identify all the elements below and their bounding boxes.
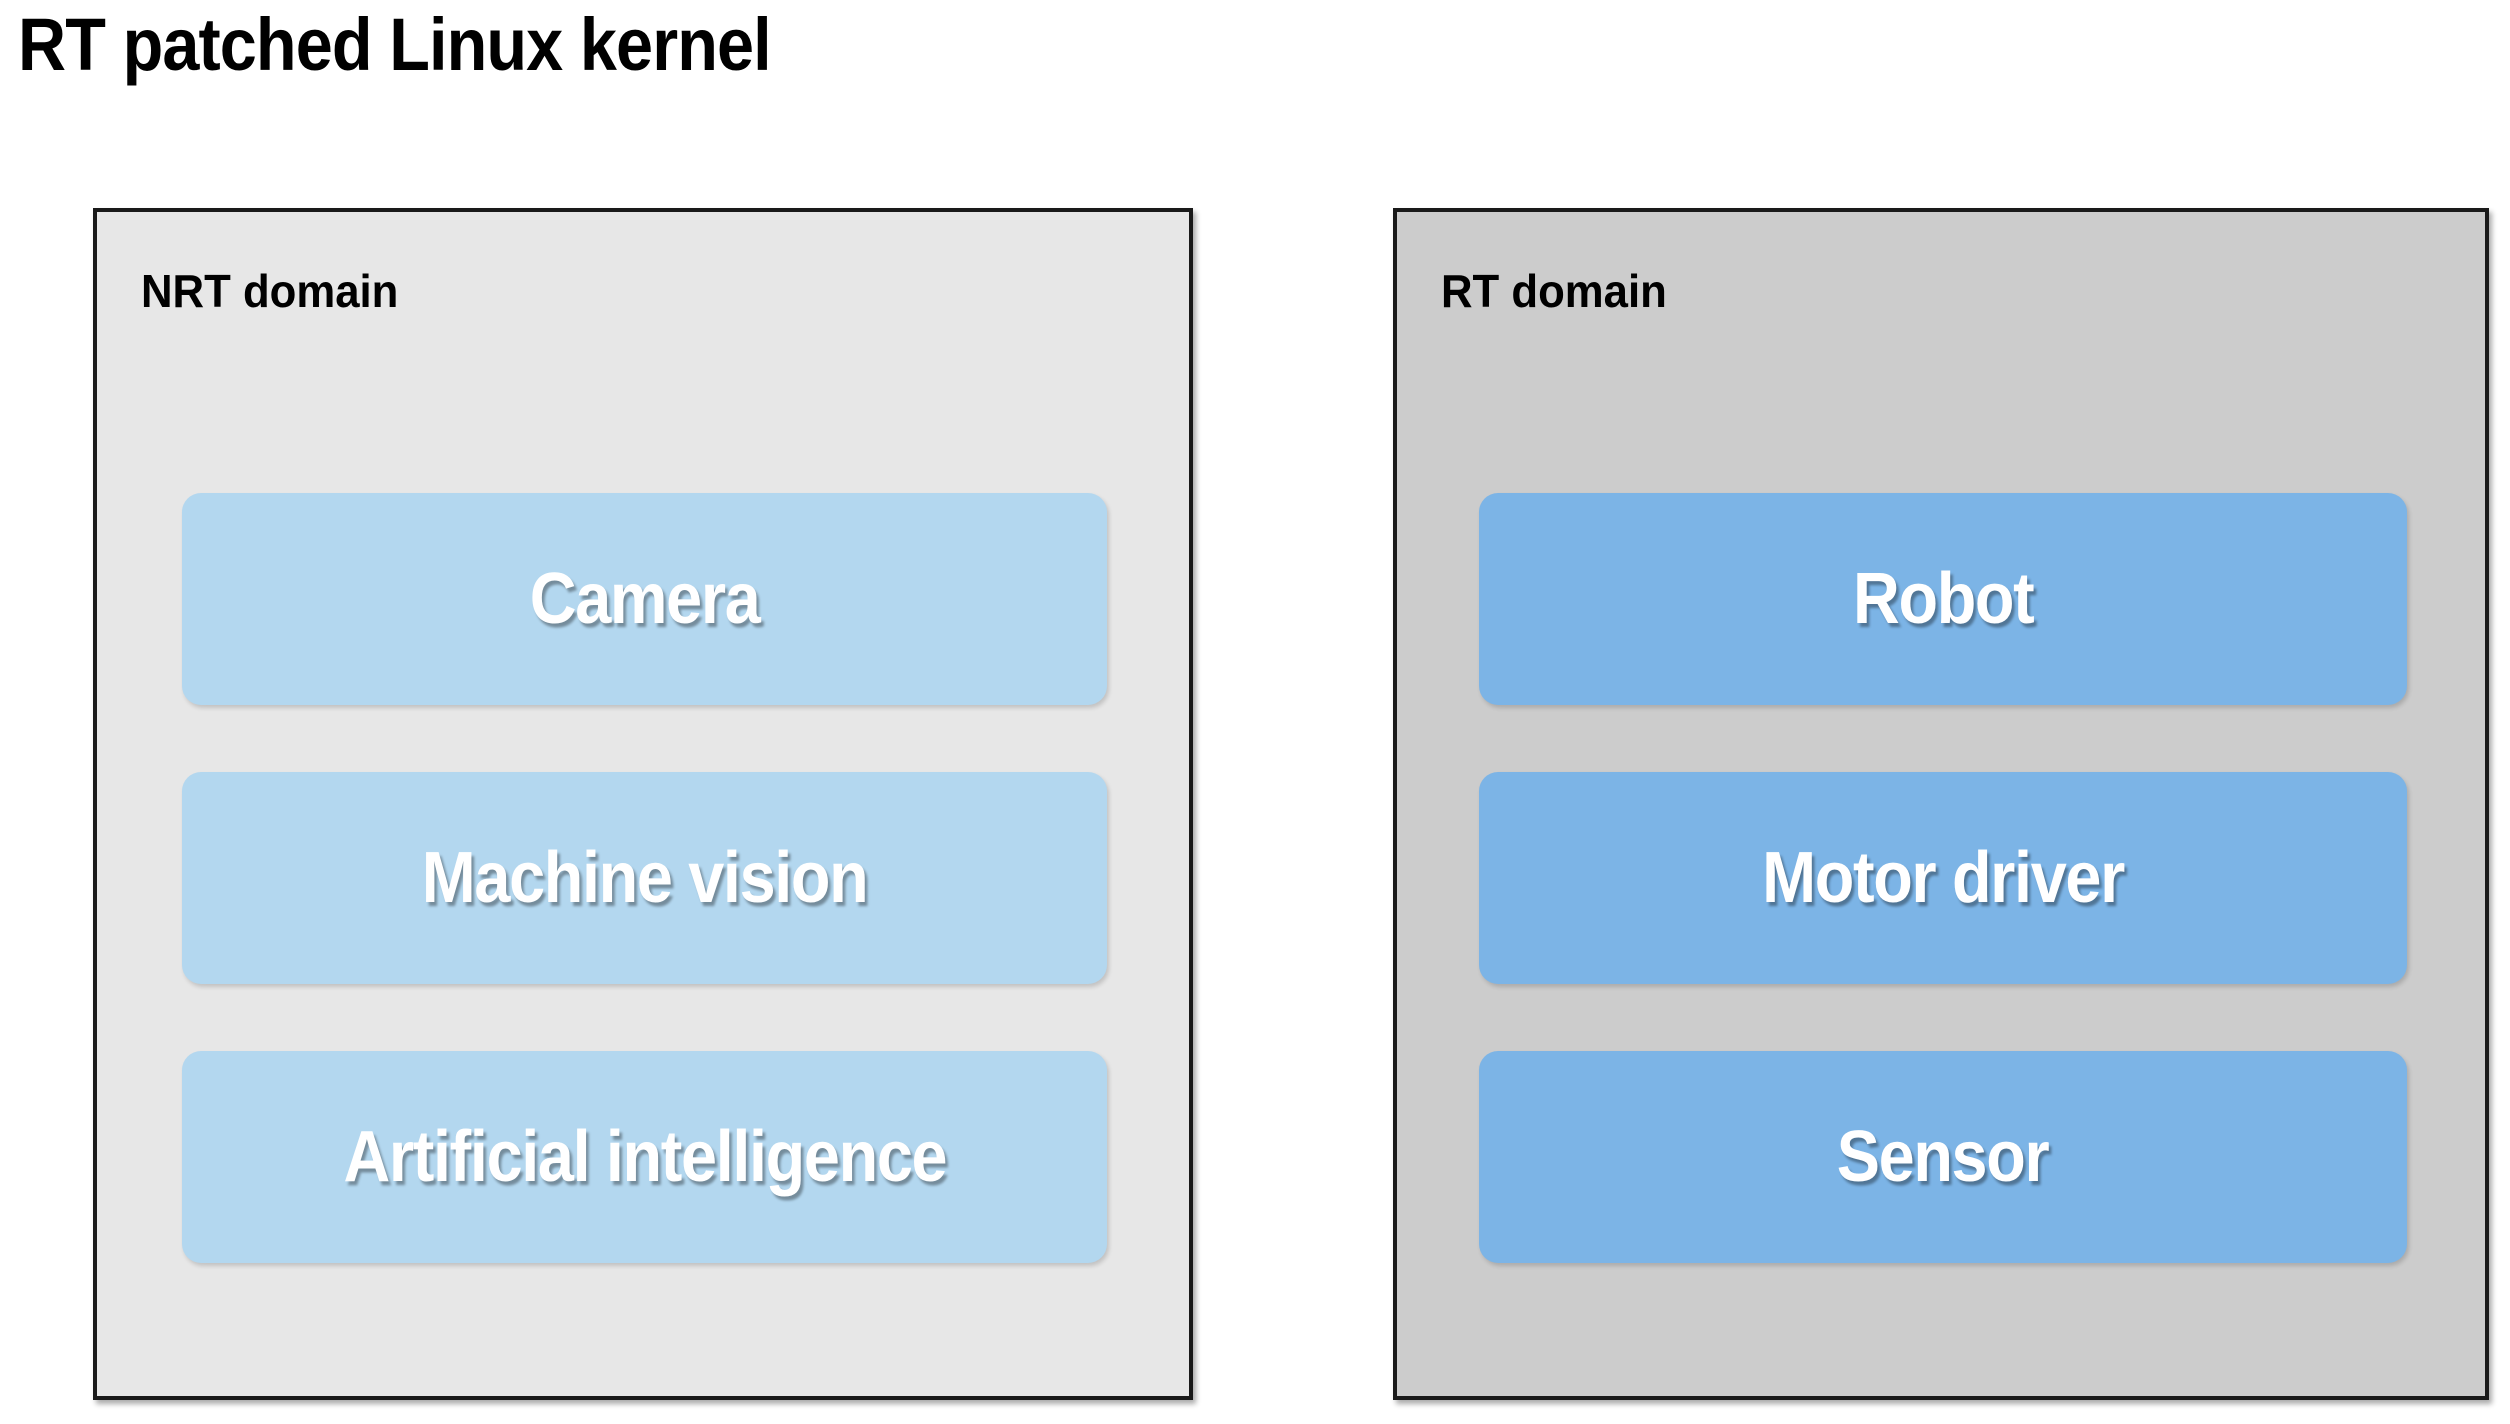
rt-domain-panel: RT domain Robot Motor driver Sensor xyxy=(1393,208,2489,1400)
nrt-item-label: Machine vision xyxy=(421,838,869,918)
nrt-item-artificial-intelligence[interactable]: Artificial intelligence xyxy=(182,1051,1107,1263)
nrt-item-camera[interactable]: Camera xyxy=(182,493,1107,705)
nrt-item-list: Camera Machine vision Artificial intelli… xyxy=(182,493,1107,1263)
rt-item-motor-driver[interactable]: Motor driver xyxy=(1479,772,2407,984)
rt-item-label: Motor driver xyxy=(1762,838,2125,918)
nrt-item-machine-vision[interactable]: Machine vision xyxy=(182,772,1107,984)
rt-item-sensor[interactable]: Sensor xyxy=(1479,1051,2407,1263)
rt-item-label: Sensor xyxy=(1837,1117,2050,1197)
rt-item-label: Robot xyxy=(1852,559,2035,639)
nrt-domain-label: NRT domain xyxy=(141,265,399,317)
nrt-domain-panel: NRT domain Camera Machine vision Artific… xyxy=(93,208,1193,1400)
rt-item-list: Robot Motor driver Sensor xyxy=(1479,493,2407,1263)
nrt-item-label: Camera xyxy=(529,559,761,639)
nrt-item-label: Artificial intelligence xyxy=(343,1117,947,1197)
rt-domain-label: RT domain xyxy=(1441,265,1667,317)
rt-item-robot[interactable]: Robot xyxy=(1479,493,2407,705)
page-title: RT patched Linux kernel xyxy=(18,3,772,86)
